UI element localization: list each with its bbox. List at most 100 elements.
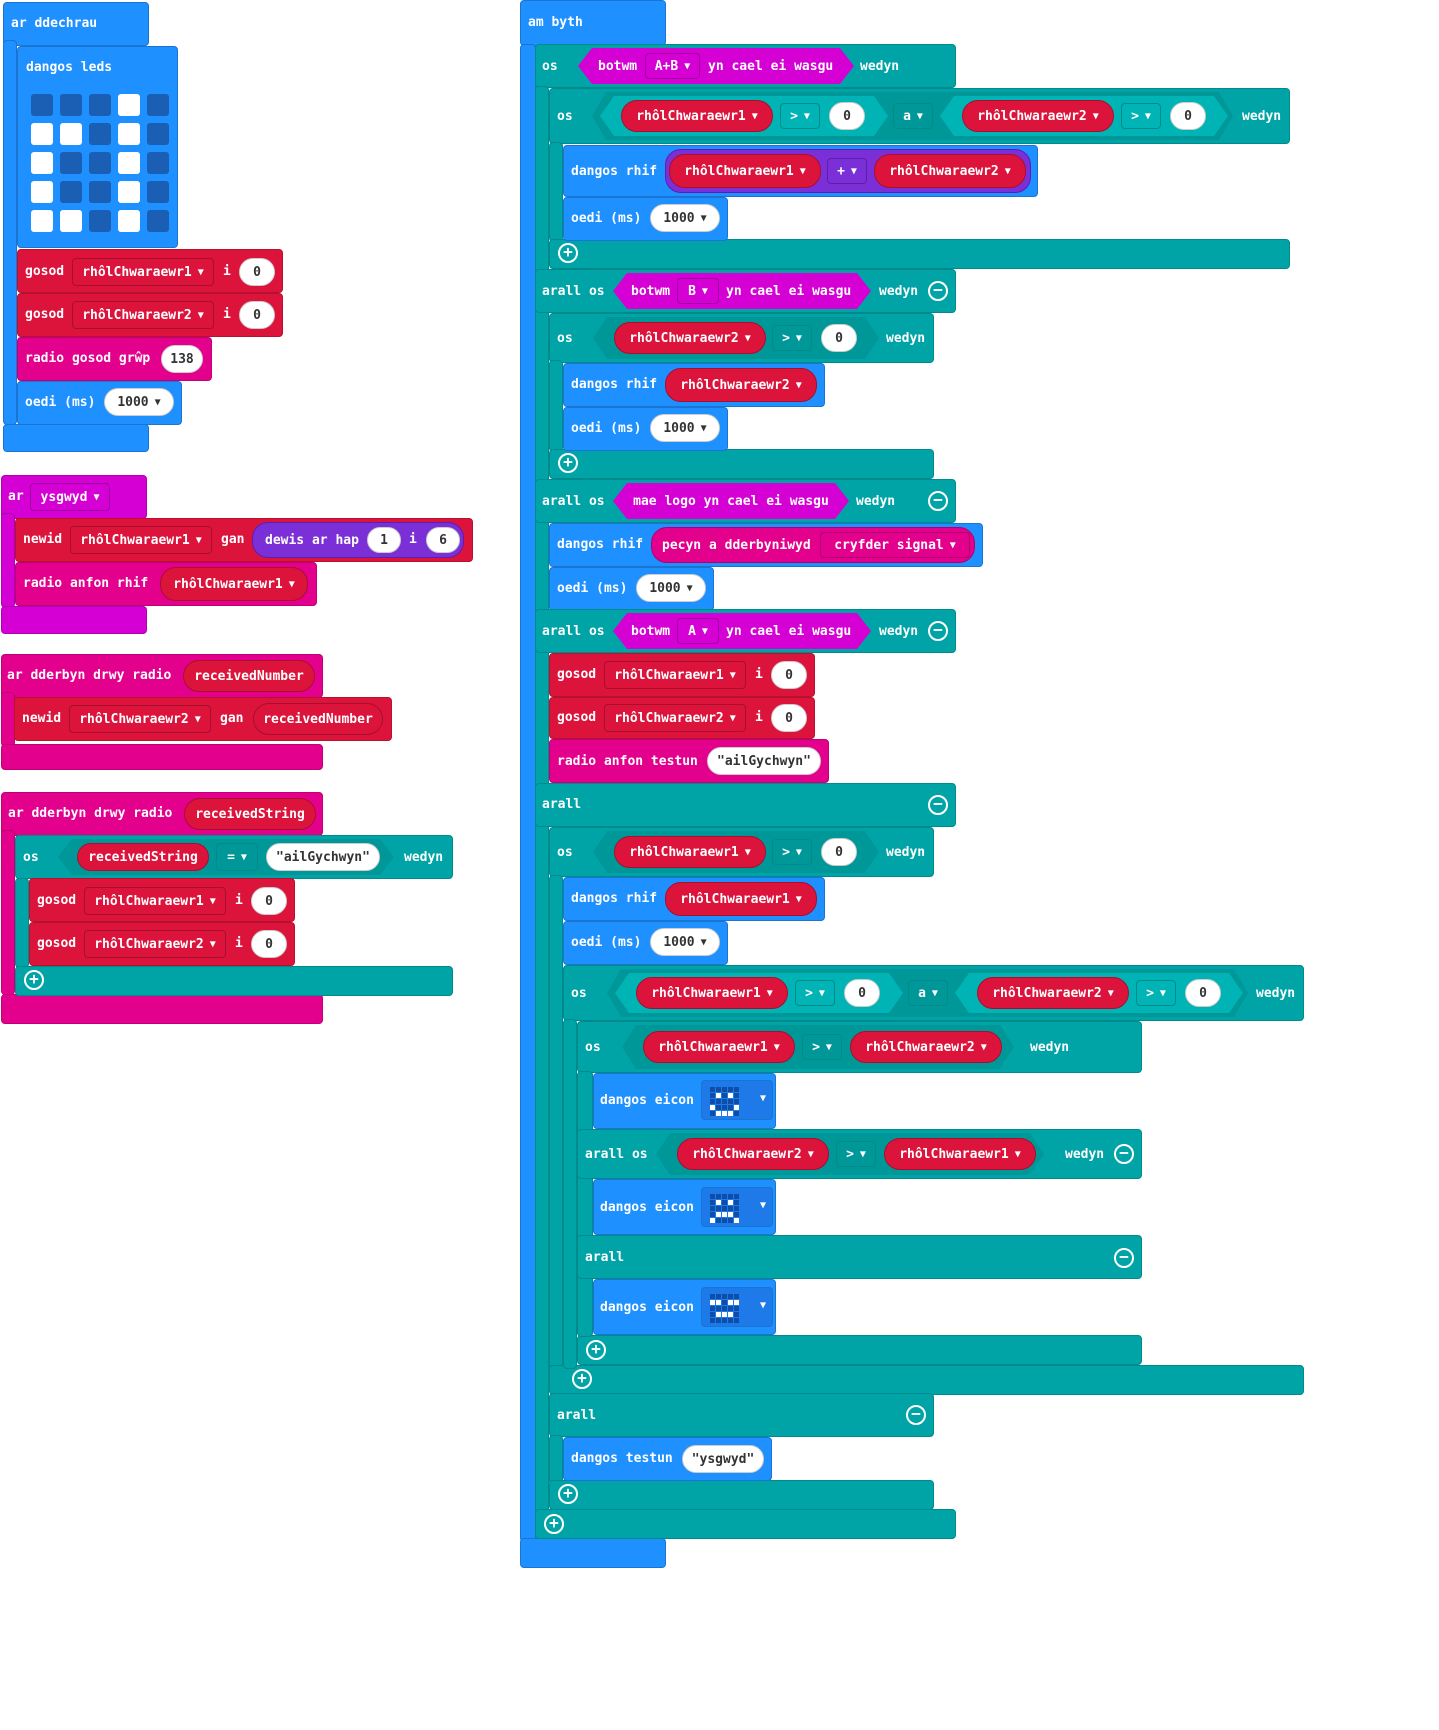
operator-dropdown[interactable]: >▼ <box>772 325 812 351</box>
set-player1-block[interactable] <box>549 653 815 697</box>
var-reporter[interactable]: rhôlChwaraewr2▼ <box>614 322 766 354</box>
button-a-condition[interactable]: botwm <box>613 613 871 649</box>
random-to-input[interactable]: 6 <box>426 527 460 553</box>
value-input[interactable]: 0 <box>251 930 287 958</box>
received-number-reporter[interactable]: receivedNumber <box>253 703 383 735</box>
var-reporter[interactable]: rhôlChwaraewr2▼ <box>962 100 1114 132</box>
icon-picker[interactable]: ▼ <box>701 1287 773 1327</box>
remove-icon[interactable]: − <box>928 795 948 815</box>
set-player2-block[interactable] <box>17 293 283 337</box>
var-dropdown[interactable]: rhôlChwaraewr2▼ <box>69 705 211 733</box>
on-start-block[interactable] <box>3 2 149 46</box>
set-player1-block[interactable] <box>17 249 283 293</box>
var-dropdown[interactable]: rhôlChwaraewr1▼ <box>84 887 226 915</box>
var-reporter[interactable]: rhôlChwaraewr1▼ <box>643 1031 795 1063</box>
add-icon[interactable]: + <box>544 1514 564 1534</box>
remove-icon[interactable]: − <box>1114 1248 1134 1268</box>
else-row[interactable] <box>535 783 956 827</box>
plus-dropdown[interactable]: +▼ <box>827 158 867 184</box>
gesture-dropdown[interactable]: ysgwyd▼ <box>30 483 110 511</box>
on-shake-block[interactable] <box>1 475 147 519</box>
icon-picker[interactable]: ▼ <box>701 1187 773 1227</box>
operator-dropdown[interactable]: >▼ <box>780 103 820 129</box>
led-matrix[interactable] <box>31 94 169 232</box>
pause-dropdown[interactable]: 1000▼ <box>104 388 174 416</box>
remove-icon[interactable]: − <box>1114 1144 1134 1164</box>
add-icon[interactable]: + <box>558 453 578 473</box>
set-player2-block[interactable] <box>29 922 295 966</box>
received-string-param[interactable]: receivedString <box>184 798 316 830</box>
operator-dropdown[interactable]: >▼ <box>1121 103 1161 129</box>
value-input[interactable]: 0 <box>771 661 807 689</box>
remove-icon[interactable]: − <box>928 491 948 511</box>
var-dropdown[interactable]: rhôlChwaraewr1▼ <box>604 661 746 689</box>
operator-dropdown[interactable]: >▼ <box>836 1141 876 1167</box>
value-input[interactable]: 0 <box>821 324 857 352</box>
operator-dropdown[interactable]: =▼ <box>216 843 258 871</box>
var-reporter[interactable]: rhôlChwaraewr1▼ <box>669 154 821 188</box>
if-cmp-spine <box>577 1071 593 1337</box>
value-input[interactable]: 0 <box>829 102 865 130</box>
operator-dropdown[interactable]: >▼ <box>795 980 835 1006</box>
var-reporter[interactable]: rhôlChwaraewr2▼ <box>850 1031 1002 1063</box>
var-reporter[interactable]: rhôlChwaraewr1▼ <box>160 567 308 601</box>
button-ab-condition[interactable]: botwm <box>578 48 854 84</box>
var-reporter[interactable]: rhôlChwaraewr2▼ <box>977 977 1129 1009</box>
var-reporter[interactable]: rhôlChwaraewr1▼ <box>614 836 766 868</box>
operator-dropdown[interactable]: >▼ <box>802 1034 842 1060</box>
pause-dropdown[interactable]: 1000▼ <box>650 204 720 232</box>
var-reporter[interactable]: rhôlChwaraewr1▼ <box>665 882 817 916</box>
add-icon[interactable]: + <box>558 243 578 263</box>
add-icon[interactable]: + <box>558 1484 578 1504</box>
if-e1-spine <box>549 875 563 1390</box>
var-dropdown[interactable]: rhôlChwaraewr2▼ <box>604 704 746 732</box>
received-string-reporter[interactable]: receivedString <box>77 843 209 871</box>
pause-dropdown[interactable]: 1000▼ <box>650 414 720 442</box>
remove-icon[interactable]: − <box>906 1405 926 1425</box>
packet-property-dropdown[interactable]: cryfder signal▼ <box>820 532 970 558</box>
button-dropdown[interactable]: B▼ <box>677 278 719 304</box>
random-from-input[interactable]: 1 <box>367 527 401 553</box>
var-reporter[interactable]: rhôlChwaraewr2▼ <box>677 1138 829 1170</box>
remove-icon[interactable]: − <box>928 281 948 301</box>
operator-dropdown[interactable]: >▼ <box>772 839 812 865</box>
string-input[interactable]: "ailGychwyn" <box>266 843 380 871</box>
remove-icon[interactable]: − <box>928 621 948 641</box>
and-dropdown[interactable]: a▼ <box>908 980 948 1006</box>
value-input[interactable]: 0 <box>821 838 857 866</box>
var-dropdown[interactable]: rhôlChwaraewr1▼ <box>70 526 212 554</box>
add-icon[interactable]: + <box>586 1340 606 1360</box>
value-input[interactable]: 0 <box>251 887 287 915</box>
add-icon[interactable]: + <box>572 1369 592 1389</box>
operator-dropdown[interactable]: >▼ <box>1136 980 1176 1006</box>
pause-dropdown[interactable]: 1000▼ <box>650 928 720 956</box>
value-input[interactable]: 0 <box>239 301 275 329</box>
else-row[interactable] <box>577 1235 1142 1279</box>
var-reporter[interactable]: rhôlChwaraewr2▼ <box>665 368 817 402</box>
logo-pressed-condition[interactable]: mae logo yn cael ei wasgu <box>613 483 849 519</box>
var-reporter[interactable]: rhôlChwaraewr1▼ <box>636 977 788 1009</box>
button-dropdown[interactable]: A+B▼ <box>645 53 700 79</box>
string-input[interactable]: "ysgwyd" <box>682 1445 764 1473</box>
pause-dropdown[interactable]: 1000▼ <box>636 574 706 602</box>
var-dropdown[interactable]: rhôlChwaraewr2▼ <box>72 301 214 329</box>
string-input[interactable]: "ailGychwyn" <box>707 747 821 775</box>
received-number-param[interactable]: receivedNumber <box>183 660 315 692</box>
value-input[interactable]: 0 <box>844 979 880 1007</box>
icon-picker[interactable]: ▼ <box>701 1080 773 1120</box>
group-input[interactable]: 138 <box>161 345 203 373</box>
value-input[interactable]: 0 <box>239 258 275 286</box>
button-dropdown[interactable]: A▼ <box>677 618 719 644</box>
button-b-condition[interactable]: botwm <box>613 273 871 309</box>
add-icon[interactable]: + <box>24 970 44 990</box>
and-dropdown[interactable]: a▼ <box>893 103 933 129</box>
var-reporter[interactable]: rhôlChwaraewr2▼ <box>874 154 1026 188</box>
var-reporter[interactable]: rhôlChwaraewr1▼ <box>621 100 773 132</box>
value-input[interactable]: 0 <box>1170 102 1206 130</box>
var-dropdown[interactable]: rhôlChwaraewr2▼ <box>84 930 226 958</box>
var-dropdown[interactable]: rhôlChwaraewr1▼ <box>72 258 214 286</box>
value-input[interactable]: 0 <box>771 704 807 732</box>
value-input[interactable]: 0 <box>1185 979 1221 1007</box>
var-reporter[interactable]: rhôlChwaraewr1▼ <box>884 1138 1036 1170</box>
else-row[interactable] <box>549 1393 934 1437</box>
